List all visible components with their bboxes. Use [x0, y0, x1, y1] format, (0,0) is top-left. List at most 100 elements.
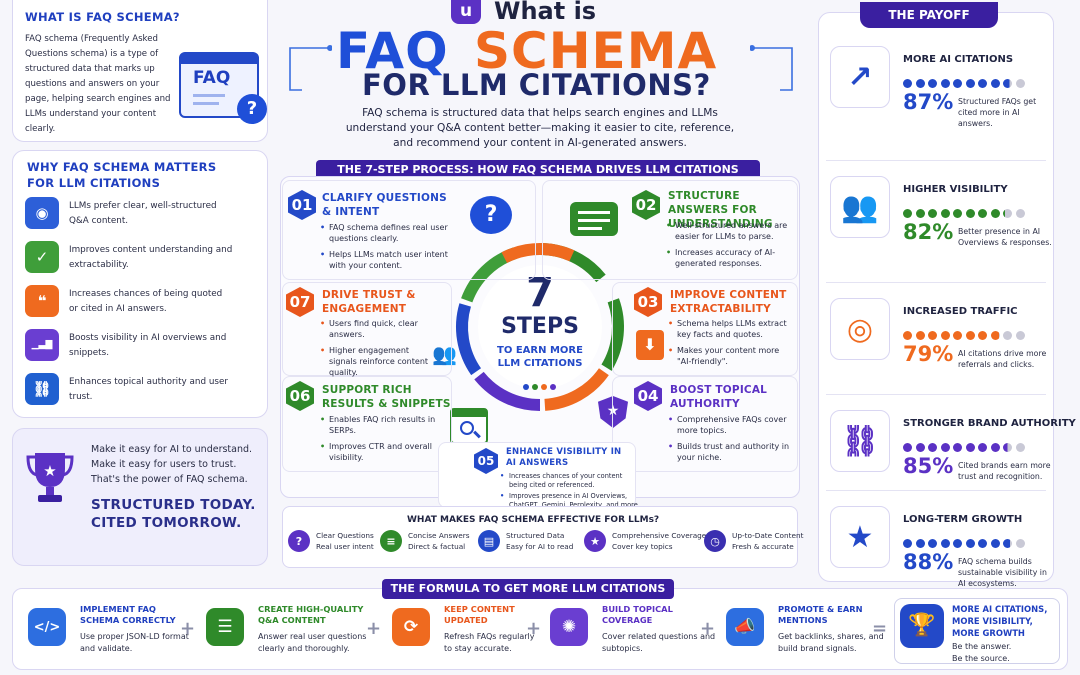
rating-dot: [978, 209, 987, 218]
shield-check-icon: ✓: [25, 241, 59, 273]
rating-dot: [990, 79, 1000, 88]
formula-step-icon: 📣: [726, 608, 764, 646]
rating-dot: [915, 443, 925, 452]
plus-sign: +: [526, 618, 542, 639]
title-bracket-right: [750, 45, 793, 91]
rating-dot: [928, 331, 937, 340]
trust-line1: Make it easy for AI to understand.: [91, 444, 253, 455]
result-line2: Be the source.: [952, 654, 1010, 663]
rating-dot: [940, 331, 950, 340]
why-item-text: LLMs prefer clear, well-structured Q&A c…: [69, 201, 217, 226]
rating-dot: [915, 331, 925, 340]
effective-item-title: Clear Questions: [316, 531, 374, 540]
title-line3: FOR LLM CITATIONS?: [362, 68, 711, 102]
rating-dot: [990, 443, 1000, 452]
rating-dot: [1003, 331, 1012, 340]
step-bullets-04: Comprehensive FAQs cover more topics.Bui…: [668, 414, 796, 468]
formula-step-title: KEEP CONTENT UPDATED: [444, 604, 515, 625]
rating-dot: [953, 209, 962, 218]
step-bullet: Increases accuracy of AI-generated respo…: [666, 247, 796, 269]
rating-dot: [965, 443, 975, 452]
plus-sign: +: [700, 618, 716, 639]
effective-item-icon: ◷: [704, 530, 726, 552]
target-icon: ◎: [830, 298, 890, 360]
rating-dot: [940, 539, 950, 548]
trophy-icon: ★: [25, 447, 75, 502]
link-icon: ⛓: [25, 373, 59, 405]
quote-icon: ❝: [25, 285, 59, 317]
rating-dot: [928, 539, 937, 548]
payoff-title: LONG-TERM GROWTH: [903, 514, 1023, 525]
title-bracket-left: [289, 45, 332, 91]
step-bullets-02: Well-structured answers are easier for L…: [666, 220, 796, 274]
title-schema: SCHEMA: [474, 22, 718, 80]
payoff-separator: [826, 282, 1046, 283]
rating-dot: [940, 79, 950, 88]
rating-dot: [953, 539, 962, 548]
growth-chart-icon: ↗: [830, 46, 890, 108]
payoff-desc: AI citations drive more referrals and cl…: [958, 349, 1047, 369]
rating-dot: [965, 539, 975, 548]
formula-step-title: CREATE HIGH-QUALITY Q&A CONTENT: [258, 604, 364, 625]
rating-dot: [1015, 443, 1025, 452]
why-item-text: Increases chances of being quoted or cit…: [69, 289, 223, 314]
effective-item-icon: ▤: [478, 530, 500, 552]
step-number-05: 05: [474, 448, 498, 474]
svg-text:★: ★: [43, 462, 56, 480]
effective-item-sub: Direct & factual: [408, 542, 466, 551]
formula-step-title: BUILD TOPICAL COVERAGE: [602, 604, 673, 625]
effective-item-sub: Real user intent: [316, 542, 374, 551]
rating-dot: [903, 331, 912, 340]
rating-dot: [990, 331, 1000, 340]
step-bullets-06: Enables FAQ rich results in SERPs.Improv…: [320, 414, 450, 468]
effective-item-sub: Fresh & accurate: [732, 542, 794, 551]
effective-item-sub: Easy for AI to read: [506, 542, 574, 551]
rating-dot: [915, 539, 925, 548]
rating-dot: [903, 539, 912, 548]
why-heading: WHY FAQ SCHEMA MATTERS FOR LLM CITATIONS: [27, 160, 217, 190]
trust-tag1: STRUCTURED TODAY.: [91, 497, 256, 513]
step-bullet: Helps LLMs match user intent with your c…: [320, 249, 460, 271]
formula-step-desc: Answer real user questions clearly and t…: [258, 632, 367, 653]
formula-step-icon: ✺: [550, 608, 588, 646]
payoff-desc: FAQ schema builds sustainable visibility…: [958, 557, 1047, 588]
step-number-04: 04: [634, 381, 662, 411]
faq-window-icon: FAQ: [179, 52, 259, 118]
search-window-icon: [450, 408, 488, 444]
plus-sign: +: [366, 618, 382, 639]
payoff-title: STRONGER BRAND AUTHORITY: [903, 418, 1076, 429]
effective-item-icon: ?: [288, 530, 310, 552]
rating-dot: [965, 79, 975, 88]
rating-dot: [1015, 331, 1025, 340]
formula-step-desc: Refresh FAQs regularly to stay accurate.: [444, 632, 535, 653]
what-is-heading: WHAT IS FAQ SCHEMA?: [25, 10, 180, 24]
rating-dot: [978, 331, 987, 340]
users-icon: 👥: [432, 342, 457, 366]
why-card: WHY FAQ SCHEMA MATTERS FOR LLM CITATIONS…: [12, 150, 268, 418]
step-bullet: FAQ schema defines real user questions c…: [320, 222, 460, 244]
payoff-separator: [826, 394, 1046, 395]
rating-dot: [953, 331, 962, 340]
result-trophy-icon: 🏆: [900, 604, 944, 648]
step-title-04: BOOST TOPICAL AUTHORITY: [670, 384, 768, 410]
step-bullet: Higher engagement signals reinforce cont…: [320, 345, 432, 378]
step-bullet: Builds trust and authority in your niche…: [668, 441, 796, 463]
effective-item-title: Up-to-Date Content: [732, 531, 804, 540]
rating-dot: [903, 79, 912, 88]
payoff-title: HIGHER VISIBILITY: [903, 184, 1008, 195]
formula-step-desc: Use proper JSON-LD format and validate.: [80, 632, 189, 653]
rating-dot: [1015, 539, 1025, 548]
rating-dot: [940, 443, 950, 452]
why-item-text: Improves content understanding and extra…: [69, 245, 233, 270]
step-bullets-05: Increases chances of your content being …: [500, 472, 640, 515]
rating-dot: [990, 539, 1000, 548]
step-bullet: Increases chances of your content being …: [500, 472, 640, 490]
rating-dot: [915, 79, 925, 88]
payoff-rating-dots: [903, 533, 1028, 552]
center-word: STEPS: [501, 314, 579, 339]
rating-dot: [1003, 79, 1012, 88]
link-icon: ⛓: [830, 410, 890, 472]
rating-dot: [1003, 209, 1012, 218]
step-box: [542, 180, 798, 280]
title-subtitle: FAQ schema is structured data that helps…: [345, 107, 735, 149]
